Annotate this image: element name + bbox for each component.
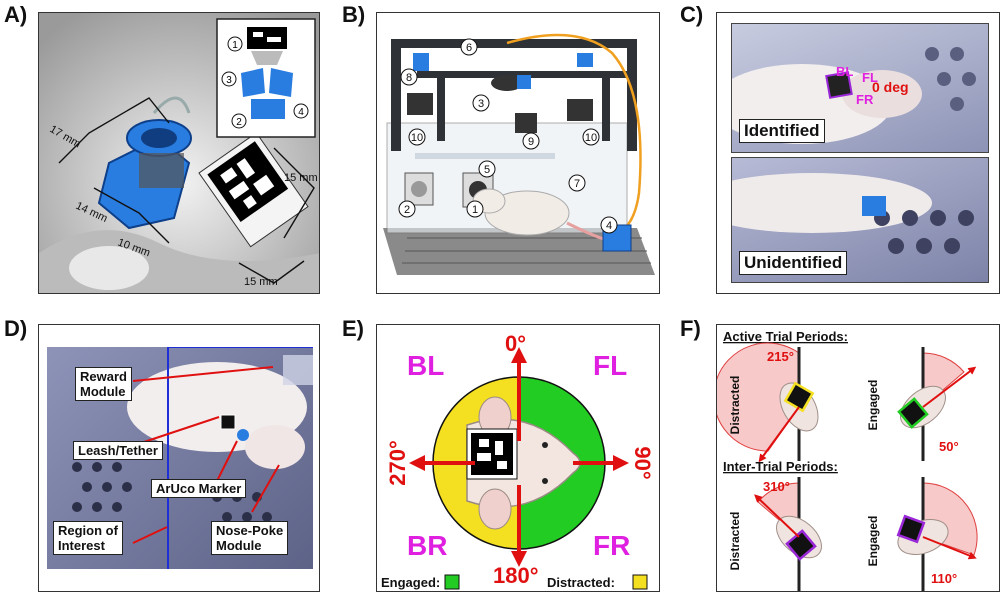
- angle-110: 110°: [931, 571, 957, 586]
- panel-label-f: F): [680, 316, 701, 341]
- badge-4: 4: [606, 220, 612, 232]
- dim-15mm-right: 15 mm: [284, 172, 318, 184]
- angle-50: 50°: [939, 439, 959, 454]
- active-distracted: 215° Distracted: [717, 342, 819, 463]
- panel-label-b: B): [342, 2, 366, 27]
- panel-b: 1 2 3 4 5 6 7 8 9 10 10: [376, 12, 660, 294]
- legend-distracted-label: Distracted:: [547, 575, 615, 590]
- inter-engaged: 110° Engaged: [866, 477, 978, 591]
- label-aruco-marker: ArUco Marker: [151, 479, 247, 498]
- exploded-inset: 1 3 2 4: [216, 18, 316, 138]
- overlay-bl: BL: [836, 64, 853, 79]
- label-bl: BL: [407, 350, 444, 381]
- panel-label-d: D): [4, 316, 28, 341]
- marker-holder: [97, 96, 192, 230]
- badge-1: 1: [472, 204, 478, 216]
- label-br: BR: [407, 530, 447, 561]
- inter-trial-title: Inter-Trial Periods:: [723, 459, 838, 474]
- label-fr: FR: [593, 530, 630, 561]
- svg-text:Engaged: Engaged: [866, 380, 880, 431]
- engagement-diagram: BL FL BR FR 0° 180° 270° 90° Engaged: Di…: [381, 331, 655, 590]
- legend-engaged-label: Engaged:: [381, 575, 440, 590]
- panel-e: BL FL BR FR 0° 180° 270° 90° Engaged: Di…: [376, 324, 660, 592]
- badge-10-left: 10: [411, 132, 423, 144]
- badge-5: 5: [484, 164, 490, 176]
- svg-text:2: 2: [236, 117, 242, 128]
- svg-text:1: 1: [232, 40, 238, 51]
- panel-label-e: E): [342, 316, 364, 341]
- badge-2: 2: [404, 204, 410, 216]
- angle-270: 270°: [385, 440, 410, 486]
- badge-3: 3: [478, 98, 484, 110]
- angle-215: 215°: [767, 349, 794, 364]
- active-trial-title: Active Trial Periods:: [723, 329, 848, 344]
- svg-text:3: 3: [226, 75, 232, 86]
- angle-310: 310°: [763, 479, 790, 494]
- panel-c: BL FL FR 0 deg Identified Unidentified: [716, 12, 1000, 294]
- svg-text:4: 4: [298, 107, 304, 118]
- trial-periods-diagram: Active Trial Periods: Inter-Trial Period…: [717, 329, 978, 591]
- overlay-deg: 0 deg: [872, 79, 909, 95]
- svg-text:Distracted: Distracted: [728, 376, 742, 435]
- panel-label-a: A): [4, 2, 28, 27]
- label-leash-tether: Leash/Tether: [73, 441, 163, 460]
- angle-0: 0°: [505, 331, 526, 356]
- svg-text:Distracted: Distracted: [728, 512, 742, 571]
- legend-distracted-swatch: [632, 574, 648, 590]
- overlay-fr: FR: [856, 92, 874, 107]
- panel-a: 17 mm 14 mm 10 mm 15 mm 15 mm 1 3 2 4: [38, 12, 320, 294]
- badge-8: 8: [406, 72, 412, 84]
- panel-a-illustration: 17 mm 14 mm 10 mm 15 mm 15 mm 1 3 2 4: [39, 13, 319, 293]
- svg-text:Engaged: Engaged: [866, 516, 880, 567]
- unidentified-frame: [731, 157, 989, 283]
- panel-b-rig-illustration: 1 2 3 4 5 6 7 8 9 10 10: [383, 33, 655, 275]
- angle-90: 90°: [630, 446, 655, 479]
- badge-7: 7: [574, 178, 580, 190]
- legend-engaged-swatch: [444, 574, 460, 590]
- badge-9: 9: [528, 136, 534, 148]
- panel-label-c: C): [680, 2, 704, 27]
- panel-f: Active Trial Periods: Inter-Trial Period…: [716, 324, 1000, 592]
- dim-15mm-bottom: 15 mm: [244, 276, 278, 288]
- aruco-marker-icon: [466, 428, 518, 480]
- overlay-fl: FL: [862, 70, 878, 85]
- identified-label: Identified: [739, 119, 825, 143]
- badge-10-right: 10: [585, 132, 597, 144]
- angle-180: 180°: [493, 563, 539, 588]
- aruco-block: [198, 132, 309, 248]
- active-engaged: 50° Engaged: [866, 347, 977, 461]
- badge-6: 6: [466, 42, 472, 54]
- unidentified-label: Unidentified: [739, 251, 848, 275]
- inter-distracted: 310° Distracted: [728, 477, 822, 591]
- label-fl: FL: [593, 350, 627, 381]
